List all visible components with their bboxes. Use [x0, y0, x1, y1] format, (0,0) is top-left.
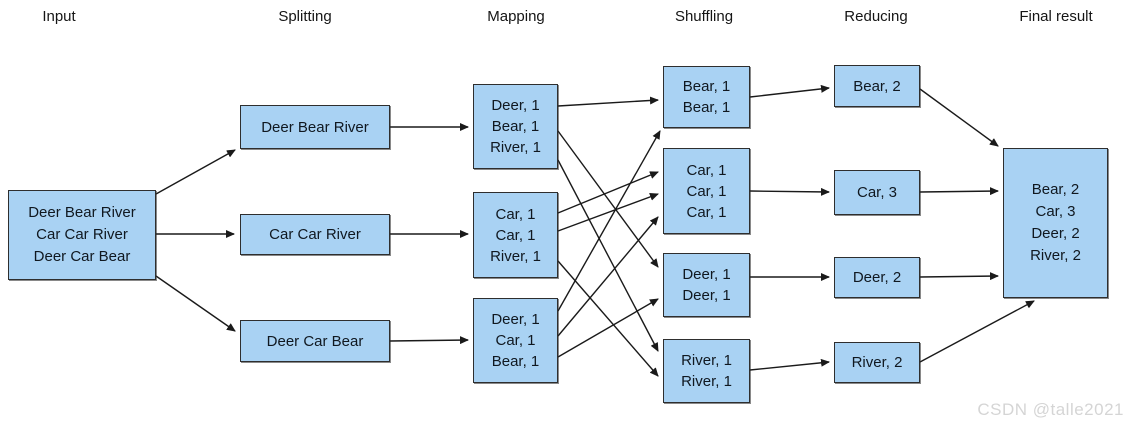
reduce-box-bear: Bear, 2 — [834, 65, 920, 107]
shuffle-pair: Bear, 1 — [682, 99, 731, 116]
arrow-map3-to-shuffle-car — [557, 216, 659, 337]
map-box-3: Deer, 1 Car, 1 Bear, 1 — [473, 298, 558, 383]
reduce-pair: Bear, 2 — [853, 77, 901, 95]
arrow-shuffle-river-to-reduce — [749, 358, 830, 371]
final-pair: Car, 3 — [1035, 203, 1076, 220]
reduce-box-river: River, 2 — [834, 342, 920, 383]
shuffle-box-bear: Bear, 1 Bear, 1 — [663, 66, 750, 128]
shuffle-box-river: River, 1 River, 1 — [663, 339, 750, 403]
arrow-map1-to-shuffle-deer — [557, 130, 659, 268]
shuffle-pair: Car, 1 — [686, 182, 727, 200]
shuffle-box-car: Car, 1 Car, 1 Car, 1 — [663, 148, 750, 234]
split-label: Deer Car Bear — [266, 332, 364, 350]
stage-label-input: Input — [42, 8, 76, 25]
map-pair: River, 1 — [490, 247, 541, 265]
split-box-1: Deer Bear River — [240, 105, 390, 149]
map-pair: Car, 1 — [495, 332, 536, 349]
shuffle-pair: Deer, 1 — [682, 287, 731, 304]
stage-label-final-result: Final result — [1019, 8, 1093, 25]
map-pair: Deer, 1 — [491, 311, 540, 328]
stage-label-reducing: Reducing — [844, 8, 908, 25]
input-box: Deer Bear River Car Car River Deer Car B… — [8, 190, 156, 280]
map-pair: River, 1 — [490, 139, 541, 156]
shuffle-pair: Car, 1 — [686, 161, 727, 179]
arrow-reduce-bear-to-final — [919, 88, 999, 147]
arrow-input-to-split3 — [155, 275, 236, 332]
final-pair: Deer, 2 — [1031, 225, 1080, 242]
arrow-reduce-river-to-final — [919, 300, 1035, 363]
reduce-pair: River, 2 — [851, 354, 903, 371]
reduce-box-car: Car, 3 — [834, 170, 920, 215]
watermark: CSDN @talle2021 — [977, 400, 1124, 419]
arrow-shuffle-car-to-reduce — [749, 187, 830, 196]
final-pair: River, 2 — [1030, 247, 1081, 264]
arrow-map3-to-shuffle-deer — [557, 298, 659, 358]
arrow-map2-to-shuffle-car-2 — [557, 193, 659, 232]
arrow-reduce-car-to-final — [919, 187, 999, 196]
stage-label-shuffling: Shuffling — [674, 8, 734, 25]
shuffle-pair: Bear, 1 — [682, 78, 731, 95]
arrow-map1-to-shuffle-river — [557, 159, 659, 352]
map-pair: Bear, 1 — [491, 353, 540, 370]
arrow-map3-to-shuffle-bear — [557, 130, 661, 312]
split-box-3: Deer Car Bear — [240, 320, 390, 362]
final-result-box: Bear, 2 Car, 3 Deer, 2 River, 2 — [1003, 148, 1108, 298]
shuffle-pair: Car, 1 — [686, 203, 727, 221]
arrow-map2-to-shuffle-car-1 — [557, 171, 659, 214]
arrow-input-to-split1 — [155, 149, 236, 195]
arrow-split3-to-map3 — [389, 336, 469, 345]
arrow-map1-to-shuffle-bear — [557, 96, 659, 107]
split-label: Car Car River — [269, 226, 361, 243]
input-line: Deer Car Bear — [33, 248, 131, 265]
stage-label-mapping: Mapping — [487, 8, 545, 25]
map-pair: Bear, 1 — [491, 118, 540, 135]
input-line: Deer Bear River — [28, 204, 136, 221]
arrow-shuffle-bear-to-reduce — [749, 84, 830, 98]
stage-label-splitting: Splitting — [278, 8, 332, 25]
split-box-2: Car Car River — [240, 214, 390, 255]
shuffle-pair: River, 1 — [681, 373, 732, 390]
reduce-pair: Car, 3 — [856, 184, 898, 201]
map-box-2: Car, 1 Car, 1 River, 1 — [473, 192, 558, 278]
arrow-map2-to-shuffle-river — [557, 260, 659, 377]
input-line: Car Car River — [36, 226, 128, 243]
shuffle-pair: River, 1 — [681, 352, 732, 369]
final-pair: Bear, 2 — [1031, 181, 1080, 198]
shuffle-pair: Deer, 1 — [682, 266, 731, 283]
reduce-pair: Deer, 2 — [852, 269, 902, 286]
arrow-reduce-deer-to-final — [919, 272, 999, 281]
map-pair: Car, 1 — [495, 226, 536, 244]
shuffle-box-deer: Deer, 1 Deer, 1 — [663, 253, 750, 317]
reduce-box-deer: Deer, 2 — [834, 257, 920, 298]
map-pair: Deer, 1 — [491, 97, 540, 114]
map-pair: Car, 1 — [495, 205, 536, 223]
map-box-1: Deer, 1 Bear, 1 River, 1 — [473, 84, 558, 169]
split-label: Deer Bear River — [261, 118, 369, 136]
